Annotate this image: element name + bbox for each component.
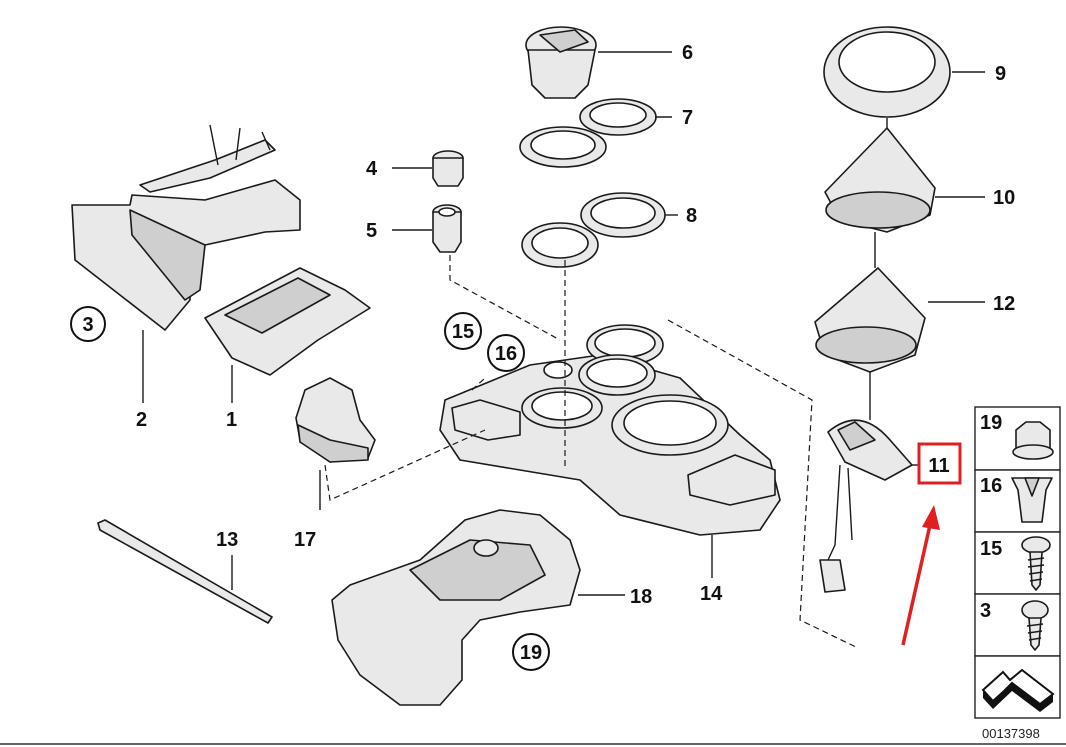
part-12-gear-boot	[814, 267, 926, 373]
callout-10: 10	[993, 187, 1015, 209]
clip-icon	[1011, 477, 1053, 523]
callout-19: 19	[520, 642, 542, 664]
callout-6: 6	[682, 42, 693, 64]
callout-16: 16	[495, 343, 517, 365]
part-14-console	[439, 324, 781, 536]
callout-4: 4	[366, 158, 378, 180]
callout-5: 5	[366, 220, 377, 242]
callout-18: 18	[630, 586, 652, 608]
orientation-arrow-icon	[981, 668, 1055, 712]
assembly-lines	[319, 255, 859, 649]
highlight-arrow	[901, 505, 940, 646]
part-2-side-panel	[71, 124, 301, 331]
reference-number: 00137398	[982, 726, 1040, 741]
part-18-cover	[331, 509, 581, 706]
part-11-switch-panel	[819, 419, 913, 593]
leader-lines	[142, 51, 985, 596]
callout-12: 12	[993, 293, 1015, 315]
callout-8: 8	[686, 205, 697, 227]
part-5-socket	[432, 204, 462, 253]
callout-7: 7	[682, 107, 693, 129]
callout-1: 1	[226, 409, 237, 431]
callout-3: 3	[82, 314, 93, 336]
callout-2: 2	[136, 409, 147, 431]
legend-label-19: 19	[980, 412, 1002, 434]
callout-11: 11	[928, 455, 949, 477]
callout-11-highlight-box	[917, 442, 962, 485]
part-1-tray	[204, 267, 371, 376]
part-13-cable-tie	[97, 519, 273, 624]
legend-label-15: 15	[980, 538, 1002, 560]
callout-17: 17	[294, 529, 316, 551]
callout-14: 14	[700, 583, 723, 605]
part-10-cone-boot	[824, 127, 936, 233]
part-8-grommets	[521, 192, 666, 268]
callout-15: 15	[452, 321, 474, 343]
callout-16-circle: 16	[487, 334, 525, 372]
part-4-cap	[432, 150, 464, 187]
callout-9: 9	[995, 63, 1006, 85]
part-9-ring	[823, 26, 951, 118]
callout-15-circle: 15	[444, 312, 482, 350]
screw-icon-3	[1021, 600, 1049, 651]
callout-19-circle: 19	[512, 633, 550, 671]
part-17-insert	[295, 377, 376, 463]
callouts: 6 7 8 9 10 12 4 5 2 1 13 17 18 14 3 15 1…	[70, 42, 1015, 671]
part-7-rings	[519, 98, 657, 168]
part-6-knob	[525, 26, 597, 99]
fastener-legend: 19 16 15 3 00137398	[974, 406, 1061, 741]
nut-icon	[1012, 421, 1054, 460]
legend-label-3: 3	[980, 600, 991, 622]
legend-label-16: 16	[980, 475, 1002, 497]
callout-3-circle: 3	[70, 306, 106, 342]
callout-13: 13	[216, 529, 238, 551]
screw-icon-15	[1021, 536, 1051, 591]
